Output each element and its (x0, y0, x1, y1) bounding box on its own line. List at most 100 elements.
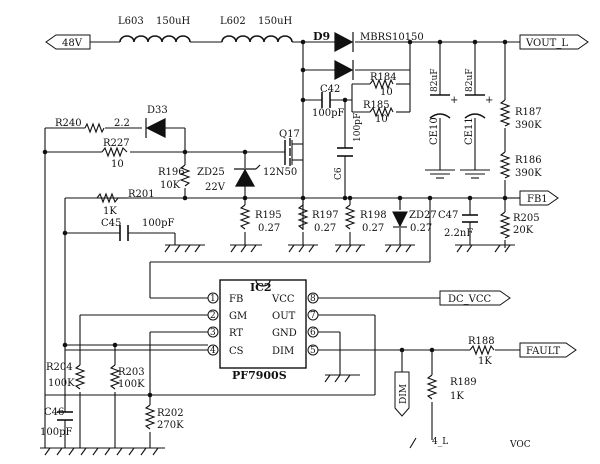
r240-val: 2.2 (114, 118, 130, 129)
ic-pin-num-5: 5 (310, 346, 316, 356)
r198-val: 0.27 (362, 223, 384, 234)
r201-ref: R201 (128, 189, 155, 200)
ic-pin-num-4: 4 (210, 346, 216, 356)
c45-ref: C45 (101, 218, 121, 229)
ic-ref: IC2 (250, 281, 272, 294)
ic-pin-cs: CS (229, 346, 244, 357)
c46-val: 100pF (40, 427, 72, 438)
r201-val: 1K (103, 206, 117, 217)
port-dc-vcc: DC_VCC (448, 294, 492, 305)
r196-val: 10K (160, 180, 181, 191)
r189-ref: R189 (450, 377, 477, 388)
ic-pin-gm: GM (229, 311, 247, 322)
ic-pin-num-1: 1 (210, 294, 216, 304)
r205-ref: R205 (513, 213, 540, 224)
d9-val: MBRS10150 (360, 32, 424, 43)
l602-ref: L602 (220, 16, 246, 27)
r195-val: 0.27 (258, 223, 280, 234)
r186-ref: R186 (515, 155, 542, 166)
r196-ref: R196 (158, 167, 185, 178)
r202-val: 270K (157, 420, 184, 431)
l603-ref: L603 (118, 16, 144, 27)
c6-val: 100pF (353, 113, 363, 142)
ic-pin-out: OUT (272, 311, 296, 322)
resistor-symbols (74, 78, 511, 430)
r184-ref: R184 (370, 72, 397, 83)
junction-dots (42, 39, 508, 398)
r227-ref: R227 (103, 138, 130, 149)
c46-ref: C46 (44, 407, 64, 418)
r204-ref: R204 (46, 362, 73, 373)
c6-ref: C6 (334, 167, 344, 180)
q17-ref: Q17 (279, 129, 300, 140)
capacitor-symbols (57, 92, 485, 421)
r185-val: 10 (375, 114, 388, 125)
component-labels: L603 150uH L602 150uH D9 MBRS10150 R184 … (40, 16, 542, 438)
r203-val: 100K (118, 379, 145, 390)
r240-ref: R240 (55, 118, 82, 129)
port-dim: DIM (399, 384, 409, 404)
zd25-ref: ZD25 (197, 167, 225, 178)
c47-val: 2.2nF (444, 228, 473, 239)
zd27-zener (392, 211, 408, 228)
d33-ref: D33 (147, 105, 168, 116)
ground-symbols (40, 169, 515, 449)
c45-val: 100pF (142, 218, 174, 229)
ic-pin-num-7: 7 (310, 311, 316, 321)
port-fault: FAULT (526, 346, 561, 357)
r197-val: 0.27 (314, 223, 336, 234)
port-48v: 48V (62, 38, 83, 49)
ce10-plus: + (450, 95, 458, 106)
r227-val: 10 (111, 159, 124, 170)
d9-ref: D9 (313, 30, 330, 43)
r204-val: 100K (48, 378, 75, 389)
electrolytic-plates (429, 113, 486, 119)
ic-pin-num-6: 6 (310, 328, 316, 338)
ic-pin-num-8: 8 (310, 294, 316, 304)
r184-val: 10 (380, 87, 393, 98)
inductor-symbols (119, 35, 293, 43)
ic-pin-num-2: 2 (210, 311, 216, 321)
ground-hatches (44, 244, 511, 456)
r187-ref: R187 (515, 107, 542, 118)
r203-ref: R203 (118, 367, 145, 378)
ic-pin-vcc: VCC (271, 294, 295, 305)
ce10-ref: CE10 (429, 117, 440, 145)
r202-ref: R202 (157, 408, 184, 419)
c47-ref: C47 (438, 210, 458, 221)
ic-pin-dim: DIM (272, 346, 294, 357)
r187-val: 390K (515, 120, 542, 131)
q17-mosfet (284, 138, 291, 166)
ce11-val: 82uF (465, 69, 475, 93)
port-bottom-voc: VOC (509, 440, 531, 450)
r205-val: 20K (513, 225, 534, 236)
ce11-ref: CE11 (464, 117, 475, 145)
ic-part: PF7900S (232, 369, 287, 382)
l602-val: 150uH (258, 16, 293, 27)
ce10-val: 82uF (430, 69, 440, 93)
ic-pin-num-3: 3 (210, 328, 216, 338)
r186-val: 390K (515, 168, 542, 179)
port-fb1: FB1 (527, 194, 548, 205)
ce11-plus: + (485, 95, 493, 106)
zd25-val: 22V (205, 182, 226, 193)
port-bottom-4l: 4_L (432, 437, 448, 447)
c42-val: 100pF (312, 108, 344, 119)
c42-ref: C42 (320, 84, 340, 95)
ic-pin-rt: RT (229, 328, 243, 339)
zd27-val: 0.27 (410, 223, 432, 234)
ic-block: IC2 PF7900S 1 2 3 4 8 7 6 5 FB GM RT CS … (65, 279, 319, 382)
r185-ref: R185 (363, 100, 390, 111)
ic-pin-gnd: GND (272, 328, 297, 339)
q17-val: 12N50 (263, 167, 297, 178)
l603-val: 150uH (156, 16, 191, 27)
diode-symbols (145, 32, 354, 187)
r197-ref: R197 (312, 210, 339, 221)
r198-ref: R198 (360, 210, 387, 221)
zd27-ref: ZD27 (409, 210, 437, 221)
r188-val: 1K (478, 356, 492, 367)
ic-pin-fb: FB (229, 294, 243, 305)
r195-ref: R195 (255, 210, 282, 221)
wires (44, 41, 520, 449)
